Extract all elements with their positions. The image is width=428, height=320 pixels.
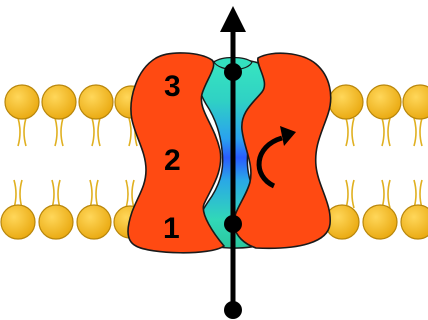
site-label-2: 2 [164,144,181,177]
site-label-3: 3 [164,70,181,103]
site-label-1: 1 [163,212,180,245]
